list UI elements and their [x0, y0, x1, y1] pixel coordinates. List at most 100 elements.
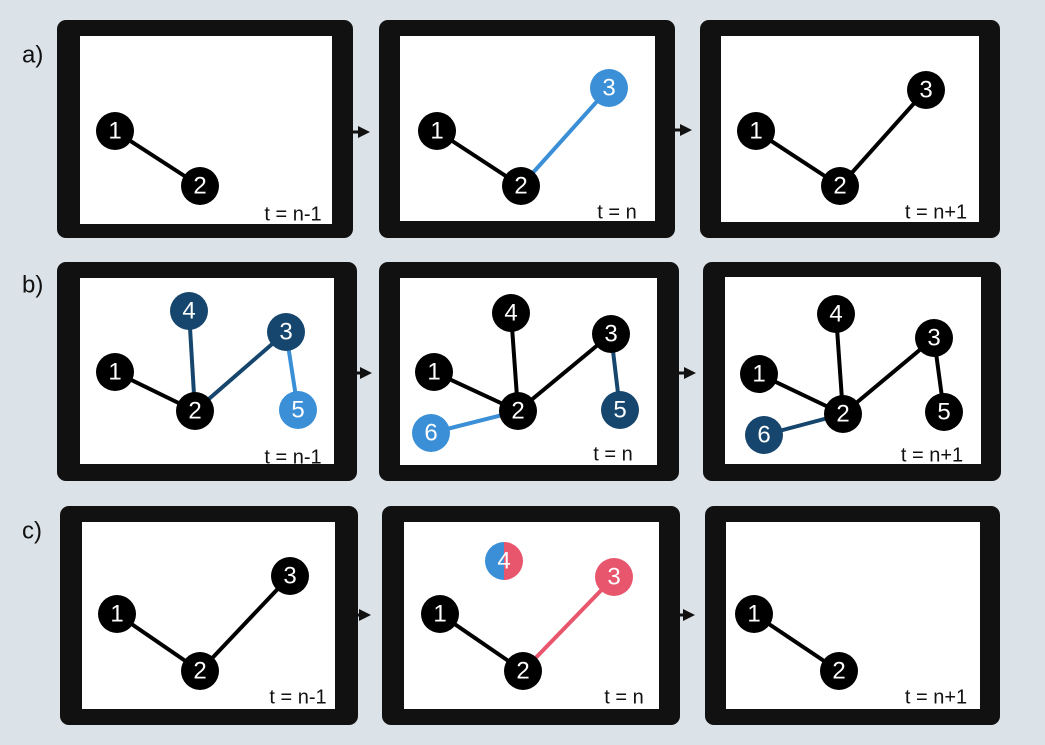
node-3: 3 — [590, 69, 628, 107]
node-label: 2 — [514, 172, 527, 199]
node-3: 3 — [915, 319, 953, 357]
node-label: 1 — [749, 117, 762, 144]
node-label: 1 — [110, 600, 123, 627]
arrow-head — [358, 126, 370, 138]
node-4: 4 — [170, 292, 208, 330]
node-label: 3 — [602, 74, 615, 101]
node-1: 1 — [421, 595, 459, 633]
node-label: 4 — [182, 297, 195, 324]
node-circle — [96, 112, 134, 150]
node-label: 4 — [504, 299, 517, 326]
node-1: 1 — [96, 353, 134, 391]
node-circle — [595, 558, 633, 596]
node-label: 2 — [836, 400, 849, 427]
node-4: 4 — [492, 294, 530, 332]
panel-b-3: 1 2 3 4 5 6 t = n+1 — [703, 262, 1001, 481]
node-2: 2 — [504, 652, 542, 690]
panel-b-2: 1 2 3 4 5 6 t = n — [379, 262, 679, 481]
node-circle — [590, 69, 628, 107]
node-5: 5 — [601, 391, 639, 429]
node-label: 1 — [433, 600, 446, 627]
panel-a-1: 1 2 t = n-1 — [57, 20, 353, 238]
node-circle — [907, 71, 945, 109]
node-1: 1 — [96, 112, 134, 150]
edge-2-3 — [516, 332, 613, 413]
node-circle — [592, 315, 630, 353]
node-label: 5 — [937, 398, 950, 425]
node-circle — [418, 112, 456, 150]
node-circle — [181, 652, 219, 690]
node-label: 3 — [927, 324, 940, 351]
arrow-right-icon — [336, 126, 370, 138]
time-label: t = n-1 — [264, 446, 321, 468]
time-label: t = n — [597, 201, 636, 223]
node-3: 3 — [271, 557, 309, 595]
node-label: 1 — [430, 117, 443, 144]
edge-2-3 — [841, 336, 936, 416]
node-circle — [499, 392, 537, 430]
node-label: 1 — [108, 117, 121, 144]
time-label: t = n+1 — [905, 201, 967, 223]
arrow-head — [683, 609, 695, 621]
node-circle — [415, 353, 453, 391]
node-circle — [817, 295, 855, 333]
node-3: 3 — [592, 315, 630, 353]
edge-2-3 — [198, 574, 292, 673]
node-2: 2 — [181, 167, 219, 205]
node-label: 6 — [757, 421, 770, 448]
node-label: 3 — [607, 563, 620, 590]
arrow-head — [680, 124, 692, 136]
node-circle — [824, 395, 862, 433]
node-label: 3 — [283, 562, 296, 589]
node-label: 3 — [919, 76, 932, 103]
time-label: t = n — [593, 443, 632, 465]
node-label: 2 — [188, 397, 201, 424]
node-circle — [98, 595, 136, 633]
node-label: 2 — [193, 172, 206, 199]
node-circle — [925, 393, 963, 431]
edge-2-3 — [519, 86, 611, 188]
node-circle — [412, 414, 450, 452]
node-label: 2 — [832, 657, 845, 684]
arrow-head — [359, 609, 371, 621]
node-6: 6 — [412, 414, 450, 452]
time-label: t = n+1 — [901, 444, 963, 466]
node-3: 3 — [595, 558, 633, 596]
node-2: 2 — [499, 392, 537, 430]
time-label: t = n-1 — [264, 203, 321, 225]
panel-c-3: 12t = n+1 — [705, 506, 1000, 725]
node-label: 1 — [752, 360, 765, 387]
node-1: 1 — [735, 595, 773, 633]
node-2: 2 — [820, 652, 858, 690]
node-circle — [96, 353, 134, 391]
node-label: 2 — [193, 657, 206, 684]
node-label: 2 — [833, 172, 846, 199]
node-2: 2 — [181, 652, 219, 690]
node-circle — [421, 595, 459, 633]
node-label: 2 — [511, 397, 524, 424]
time-label: t = n — [604, 686, 643, 708]
panel-a-2: 1 2 3 t = n — [379, 20, 675, 238]
node-4: 4 — [817, 295, 855, 333]
row-label: b) — [22, 271, 43, 298]
node-5: 5 — [279, 391, 317, 429]
node-circle — [745, 416, 783, 454]
arrow-right-icon — [661, 609, 695, 621]
node-circle — [735, 595, 773, 633]
node-circle-left-half — [485, 542, 504, 580]
node-circle — [601, 391, 639, 429]
node-2: 2 — [821, 167, 859, 205]
arrow-right-icon — [662, 367, 696, 379]
node-label: 2 — [516, 657, 529, 684]
node-label: 5 — [291, 396, 304, 423]
edge-2-3 — [521, 575, 616, 673]
node-label: 1 — [108, 358, 121, 385]
node-1: 1 — [415, 353, 453, 391]
arrow-head — [684, 367, 696, 379]
row-label: c) — [22, 517, 42, 544]
node-circle — [267, 313, 305, 351]
node-1: 1 — [98, 595, 136, 633]
arrow-right-icon — [338, 367, 372, 379]
